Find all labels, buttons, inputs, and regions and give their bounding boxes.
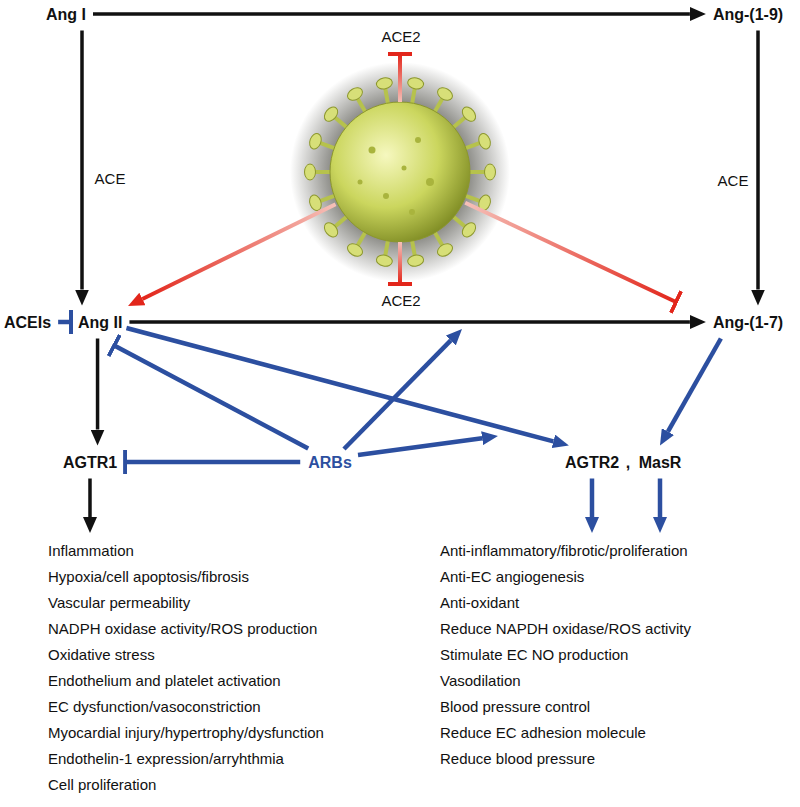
virus-inhibition-arrow: [398, 54, 402, 102]
peptide-label: Ang-(1-9): [711, 3, 785, 26]
activation-arrow: [590, 479, 595, 518]
effect-text: Oxidative stress: [48, 642, 324, 668]
drug-effect-arrows: [344, 340, 482, 455]
virus-activation-arrow: [142, 204, 335, 299]
effect-text: Hypoxia/cell apoptosis/fibrosis: [48, 564, 324, 590]
drug-promotion-arrow: [344, 340, 451, 449]
activation-arrow: [129, 320, 689, 324]
effect-text: Myocardial injury/hypertrophy/dysfunctio…: [48, 720, 324, 746]
term-text: ARBs: [308, 453, 352, 472]
virus-spikes: [305, 77, 496, 268]
effect-text: Anti-inflammatory/fibrotic/proliferation: [440, 538, 691, 564]
effect-text: Reduce NAPDH oxidase/ROS activity: [440, 616, 691, 642]
drug-label: ARBs: [306, 451, 354, 474]
effect-text: Vasodilation: [440, 668, 691, 694]
effect-text: Stimulate EC NO production: [440, 642, 691, 668]
virus-inhibition-arrow: [465, 203, 676, 302]
term-text: ACEIs: [4, 313, 51, 332]
peptide-label: Ang I: [44, 3, 88, 26]
effect-text: NADPH oxidase activity/ROS production: [48, 616, 324, 642]
effect-text: Vascular permeability: [48, 590, 324, 616]
effect-text: EC dysfunction/vasoconstriction: [48, 694, 324, 720]
enzyme-label: ACE2: [379, 292, 422, 309]
activation-arrow: [80, 31, 84, 290]
term-text: Ang-(1-9): [713, 5, 783, 24]
connector-group: [58, 14, 758, 517]
activation-arrow: [668, 339, 721, 432]
inhibition-arrow: [114, 346, 308, 449]
virus-effect-arrows: [142, 54, 676, 302]
enzyme-label: ACE: [93, 170, 128, 187]
term-text: Ang II: [78, 313, 122, 332]
effect-text: Endothelin-1 expression/arryhthmia: [48, 746, 324, 772]
term-text: AGTR1: [63, 453, 117, 472]
effect-text: Reduce blood pressure: [440, 746, 691, 772]
term-text: MasR: [639, 453, 682, 472]
inhibition-arrow: [58, 320, 71, 325]
effect-list: InflammationHypoxia/cell apoptosis/fibro…: [48, 538, 324, 798]
effect-text: Anti-EC angiogenesis: [440, 564, 691, 590]
activation-arrow: [756, 31, 760, 290]
effect-text: Anti-oxidant: [440, 590, 691, 616]
receptor-label: MasR: [637, 451, 684, 474]
activation-arrow: [93, 12, 690, 16]
peptide-label: Ang-(1-7): [711, 311, 785, 334]
term-text: AGTR2: [565, 453, 619, 472]
term-text: Ang I: [46, 5, 86, 24]
separator-comma: ,: [626, 453, 630, 472]
effect-list: Anti-inflammatory/fibrotic/proliferation…: [440, 538, 691, 772]
effect-text: Endothelium and platelet activation: [48, 668, 324, 694]
term-text: Ang-(1-7): [713, 313, 783, 332]
enzyme-label: ACE2: [379, 28, 422, 45]
virus-inhibition-arrow: [398, 242, 402, 284]
effect-text: Inflammation: [48, 538, 324, 564]
activation-arrow: [88, 479, 92, 518]
virus-surface-dots: [358, 137, 435, 215]
receptor-label: AGTR1: [61, 451, 119, 474]
peptide-label: Ang II: [76, 311, 124, 334]
effect-text: Cell proliferation: [48, 772, 324, 798]
activation-arrow: [658, 479, 663, 518]
drug-label: ACEIs: [2, 311, 53, 334]
receptor-label: AGTR2: [563, 451, 621, 474]
drug-promotion-arrow: [358, 438, 482, 455]
effect-text: Blood pressure control: [440, 694, 691, 720]
virus-body: [330, 102, 470, 242]
enzyme-label: ACE: [716, 172, 751, 189]
inhibition-arrow: [125, 460, 300, 465]
effect-text: Reduce EC adhesion molecule: [440, 720, 691, 746]
activation-arrow: [96, 339, 100, 430]
